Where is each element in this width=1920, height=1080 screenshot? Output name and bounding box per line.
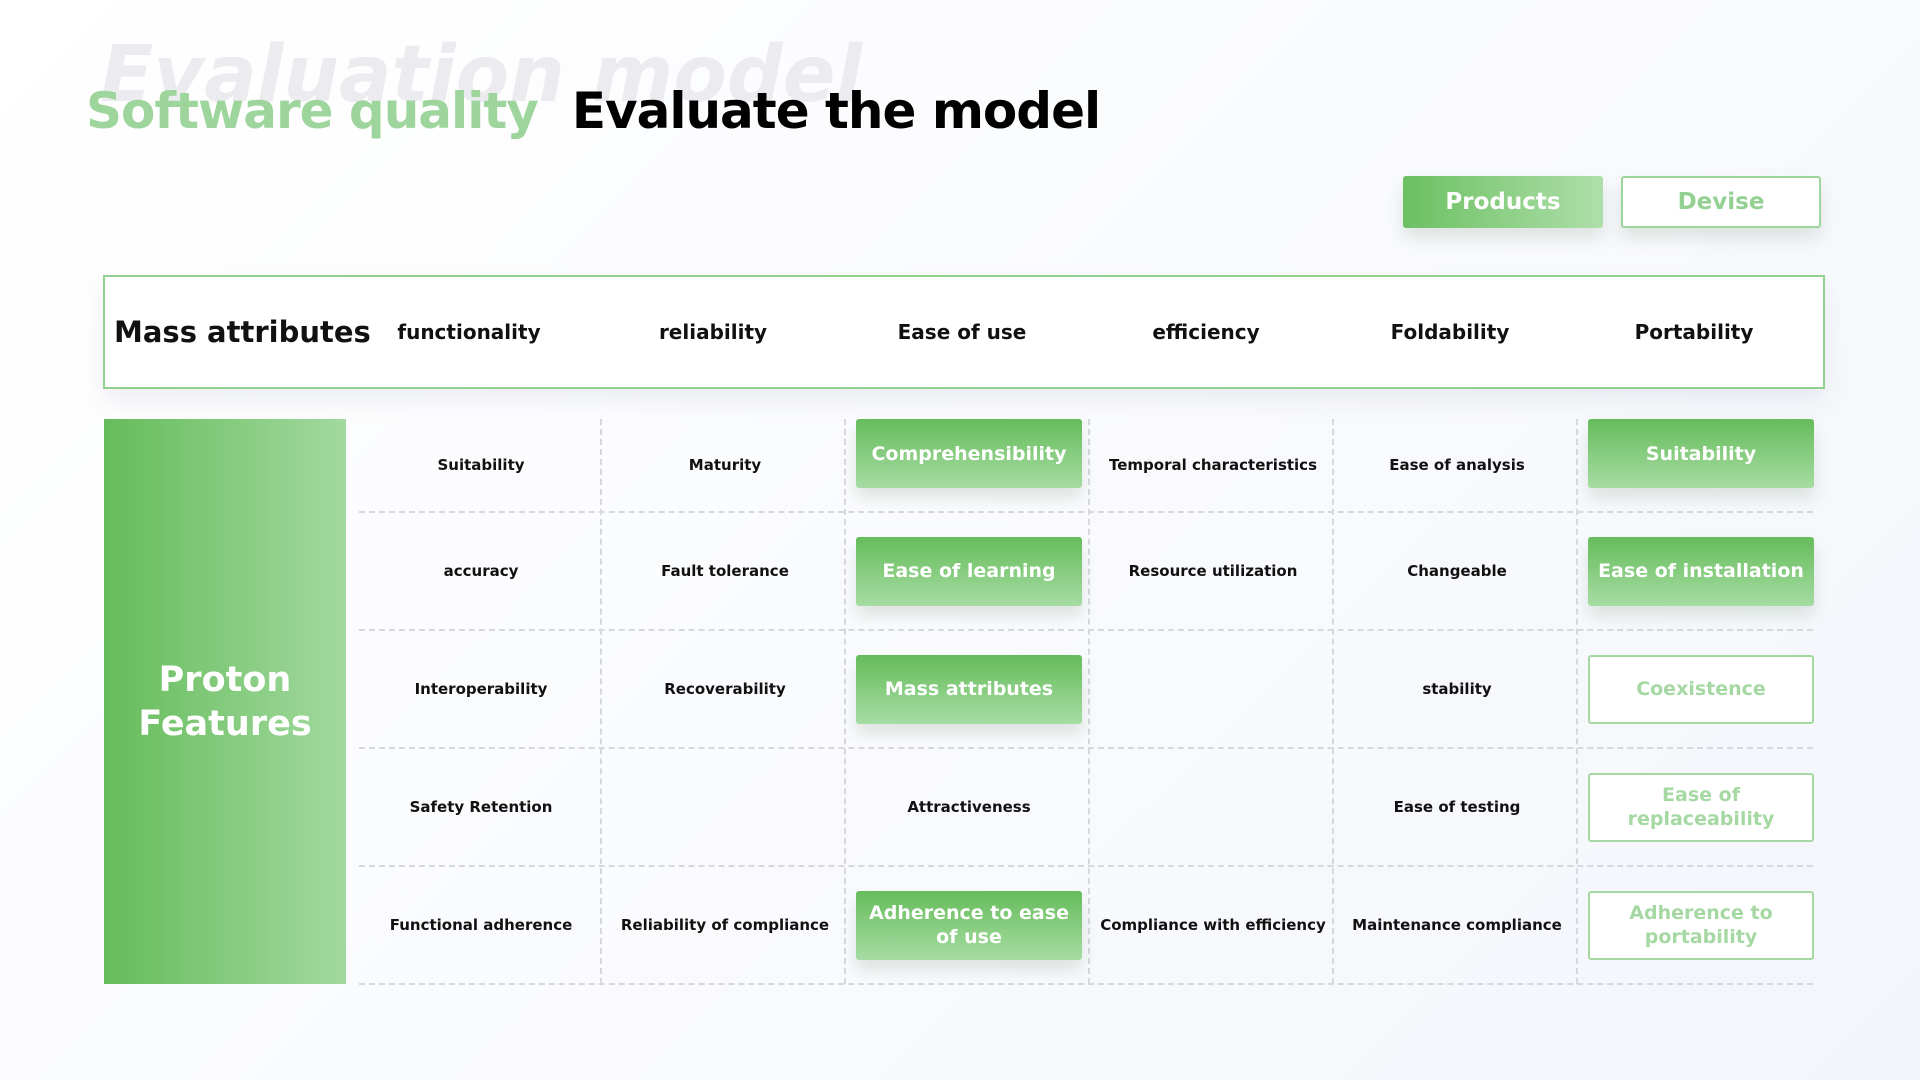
- table-cell: Interoperability: [414, 680, 548, 698]
- grid-divider: [844, 419, 846, 984]
- outlined-cell[interactable]: Coexistence: [1588, 654, 1814, 724]
- column-header: efficiency: [1152, 320, 1260, 344]
- grid-divider: [359, 983, 1813, 985]
- column-header: Portability: [1634, 320, 1754, 344]
- highlight-cell[interactable]: Mass attributes: [856, 654, 1082, 724]
- highlight-cell[interactable]: Comprehensibility: [856, 419, 1082, 488]
- table-cell: Temporal characteristics: [1108, 456, 1317, 474]
- table-cell: Ease of testing: [1393, 798, 1521, 816]
- grid-divider: [1332, 419, 1334, 984]
- column-header: Foldability: [1390, 320, 1510, 344]
- highlight-cell[interactable]: Ease of learning: [856, 536, 1082, 606]
- highlight-cell[interactable]: Suitability: [1588, 419, 1814, 488]
- table-cell: Changeable: [1407, 562, 1507, 580]
- table-cell: Resource utilization: [1128, 562, 1298, 580]
- table-cell: Compliance with efficiency: [1100, 916, 1326, 934]
- table-cell: Safety Retention: [409, 798, 553, 816]
- table-cell: Fault tolerance: [661, 562, 789, 580]
- column-header: Ease of use: [897, 320, 1027, 344]
- table-header: Mass attributes functionality reliabilit…: [103, 275, 1825, 389]
- grid-divider: [1088, 419, 1090, 984]
- column-header: functionality: [397, 320, 541, 344]
- highlight-cell[interactable]: Adherence to ease of use: [856, 890, 1082, 960]
- grid-divider: [1576, 419, 1578, 984]
- table-cell: Maintenance compliance: [1352, 916, 1562, 934]
- highlight-cell[interactable]: Ease of installation: [1588, 536, 1814, 606]
- table-cell: Recoverability: [664, 680, 786, 698]
- side-label-proton-features: Proton Features: [104, 419, 346, 984]
- outlined-cell[interactable]: Ease of replaceability: [1588, 772, 1814, 842]
- outlined-cell[interactable]: Adherence to portability: [1588, 890, 1814, 960]
- watermark-title: Evaluation model: [100, 30, 863, 120]
- table-cell: Maturity: [688, 456, 762, 474]
- table-cell: accuracy: [443, 562, 519, 580]
- table-cell: stability: [1422, 680, 1492, 698]
- attributes-grid: Suitability Maturity Comprehensibility T…: [359, 419, 1814, 985]
- table-cell: Suitability: [437, 456, 525, 474]
- grid-divider: [359, 865, 1813, 867]
- side-label-line: Proton: [158, 659, 292, 700]
- side-label-line: Features: [138, 703, 312, 744]
- title-software-quality: Software quality: [86, 82, 539, 140]
- table-cell: Attractiveness: [907, 798, 1031, 816]
- column-header: reliability: [658, 320, 768, 344]
- grid-divider: [600, 419, 602, 984]
- page-title: Software quality Evaluate the model: [86, 82, 1101, 140]
- tab-products[interactable]: Products: [1403, 176, 1603, 228]
- table-cell: Functional adherence: [389, 916, 573, 934]
- table-cell: Ease of analysis: [1389, 456, 1525, 474]
- tab-devise[interactable]: Devise: [1621, 176, 1821, 228]
- title-evaluate-model: Evaluate the model: [571, 82, 1101, 140]
- header-mass-attributes: Mass attributes: [114, 315, 371, 349]
- table-cell: Reliability of compliance: [620, 916, 830, 934]
- grid-divider: [359, 629, 1813, 631]
- grid-divider: [359, 747, 1813, 749]
- grid-divider: [359, 511, 1813, 513]
